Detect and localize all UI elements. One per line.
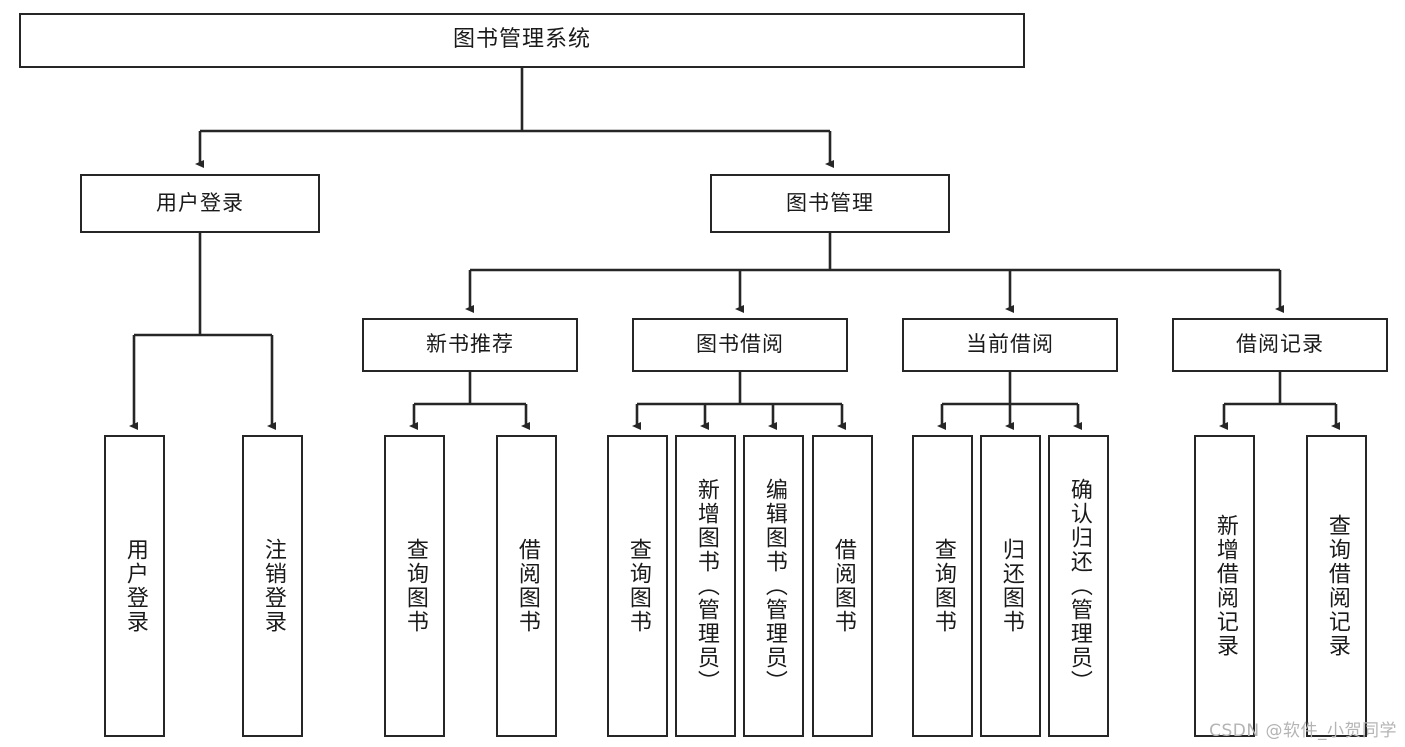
node-label: 查询借阅记录 <box>1324 514 1350 658</box>
node-leaf-user-login[interactable]: 用户登录 <box>104 435 165 737</box>
node-label: 借阅记录 <box>1236 332 1324 357</box>
node-leaf-confirm-return-admin[interactable]: 确认归还（管理员） <box>1048 435 1109 737</box>
node-leaf-query-borrow-record[interactable]: 查询借阅记录 <box>1306 435 1367 737</box>
node-new-book-recommend[interactable]: 新书推荐 <box>362 318 578 372</box>
node-borrow-records[interactable]: 借阅记录 <box>1172 318 1388 372</box>
node-user-login[interactable]: 用户登录 <box>80 174 320 233</box>
node-book-borrow[interactable]: 图书借阅 <box>632 318 848 372</box>
csdn-watermark: CSDN @软件_小贺同学 <box>1209 721 1397 741</box>
node-label: 归还图书 <box>998 538 1024 634</box>
node-label: 新书推荐 <box>426 332 514 357</box>
node-leaf-logout[interactable]: 注销登录 <box>242 435 303 737</box>
node-label: 图书管理 <box>786 190 874 215</box>
node-label: 借阅图书 <box>830 538 856 634</box>
node-leaf-borrow-book-recommend[interactable]: 借阅图书 <box>496 435 557 737</box>
node-label: 用户登录 <box>156 190 244 215</box>
node-label: 当前借阅 <box>966 332 1054 357</box>
node-leaf-query-book-recommend[interactable]: 查询图书 <box>384 435 445 737</box>
node-leaf-return-book[interactable]: 归还图书 <box>980 435 1041 737</box>
node-root-system[interactable]: 图书管理系统 <box>19 13 1025 68</box>
node-label: 查询图书 <box>625 538 651 634</box>
node-label: 查询图书 <box>402 538 428 634</box>
node-label: 图书管理系统 <box>452 27 591 53</box>
node-leaf-query-book-current[interactable]: 查询图书 <box>912 435 973 737</box>
node-label: 图书借阅 <box>696 332 784 357</box>
node-leaf-add-borrow-record[interactable]: 新增借阅记录 <box>1194 435 1255 737</box>
node-current-borrow[interactable]: 当前借阅 <box>902 318 1118 372</box>
node-leaf-borrow-book[interactable]: 借阅图书 <box>812 435 873 737</box>
node-leaf-edit-book-admin[interactable]: 编辑图书（管理员） <box>743 435 804 737</box>
node-leaf-query-book-borrow[interactable]: 查询图书 <box>607 435 668 737</box>
node-label: 新增借阅记录 <box>1212 514 1238 658</box>
node-label: 注销登录 <box>260 538 286 634</box>
node-book-management[interactable]: 图书管理 <box>710 174 950 233</box>
node-label: 借阅图书 <box>514 538 540 634</box>
node-label: 查询图书 <box>930 538 956 634</box>
node-label: 新增图书（管理员） <box>693 478 719 694</box>
node-leaf-add-book-admin[interactable]: 新增图书（管理员） <box>675 435 736 737</box>
node-label: 编辑图书（管理员） <box>761 478 787 694</box>
node-label: 用户登录 <box>122 538 148 634</box>
node-label: 确认归还（管理员） <box>1066 478 1092 694</box>
